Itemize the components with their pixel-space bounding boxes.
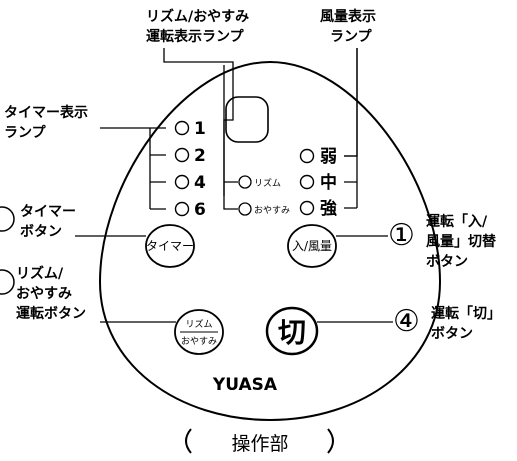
- fan-lamp-leader: [344, 48, 358, 157]
- fan-lamp-bracket: [344, 48, 358, 209]
- off-button-marker: ④: [393, 304, 420, 339]
- caption-title: 操作部: [231, 433, 288, 455]
- power-button-label-line3: ボタン: [426, 254, 468, 270]
- fan-lamp-weak: [299, 148, 315, 164]
- timer-lamp-1-label: 1: [194, 119, 206, 139]
- rhythm-button-bottom-label: おやすみ: [181, 336, 217, 347]
- oyasumi-lamp-label: おやすみ: [254, 205, 290, 216]
- timer-lamps: 1 2 4 6: [174, 119, 206, 220]
- fan-lamp-label-line1: 風量表示: [320, 8, 376, 25]
- off-button-label-line2: ボタン: [431, 326, 473, 342]
- timer-lamp-2-label: 2: [194, 146, 206, 166]
- mode-lamp-bracket: [223, 65, 238, 210]
- off-button-label: 切: [278, 316, 306, 349]
- timer-lamp-6-label: 6: [194, 200, 206, 220]
- oyasumi-lamp: [238, 202, 252, 216]
- power-button-label-line2: 風量」切替: [426, 233, 497, 250]
- timer-lamp-label-line2: ランプ: [4, 125, 47, 141]
- timer-lamp-bracket: [100, 127, 166, 210]
- timer-button-label: タイマー: [146, 239, 194, 253]
- fan-lamp-medium: [299, 174, 315, 190]
- timer-button-label-line2: ボタン: [20, 224, 62, 240]
- power-button-marker: ①: [388, 218, 415, 253]
- timer-lamp-2: [174, 147, 190, 163]
- rhythm-button-label-line2: おやすみ: [16, 286, 72, 302]
- timer-button-label-line1: タイマー: [20, 204, 76, 220]
- fan-lamp-strong: [299, 200, 315, 216]
- rhythm-button-label-line1: リズム/: [16, 265, 64, 282]
- timer-lamp-6: [174, 201, 190, 217]
- power-fan-button[interactable]: 入/風量: [287, 224, 337, 268]
- rhythm-lamp: [238, 175, 252, 189]
- fan-lamp-weak-label: 弱: [320, 147, 337, 167]
- timer-lamp-1: [174, 120, 190, 136]
- timer-button-marker: [0, 206, 15, 232]
- power-button-label-line1: 運転「入/: [426, 213, 488, 230]
- timer-button[interactable]: タイマー: [145, 224, 195, 268]
- timer-lamp-label-line1: タイマー表示: [4, 104, 88, 121]
- fan-lamp-label-line2: ランプ: [330, 29, 373, 45]
- rhythm-lamp-label-line1: リズム/おやすみ: [146, 8, 249, 25]
- power-fan-button-label: 入/風量: [292, 239, 332, 253]
- fan-lamp-medium-label: 中: [320, 172, 337, 193]
- brand-logo: YUASA: [212, 375, 278, 395]
- rhythm-oyasumi-button[interactable]: リズム おやすみ: [174, 309, 224, 355]
- rhythm-lamp-label: リズム: [254, 177, 281, 189]
- rhythm-button-marker: [0, 269, 15, 295]
- panel-outline: [98, 60, 442, 422]
- timer-lamp-4-label: 4: [194, 173, 206, 193]
- fan-lamp-strong-label: 強: [320, 198, 337, 219]
- off-button[interactable]: 切: [265, 306, 319, 356]
- caption-frame: [185, 428, 334, 454]
- rhythm-button-top-label: リズム: [185, 318, 212, 330]
- rhythm-lamp-label-line2: 運転表示ランプ: [146, 28, 245, 45]
- timer-lamp-4: [174, 174, 190, 190]
- off-button-label-line1: 運転「切」: [431, 305, 501, 322]
- rhythm-button-label-line3: 運転ボタン: [16, 305, 86, 322]
